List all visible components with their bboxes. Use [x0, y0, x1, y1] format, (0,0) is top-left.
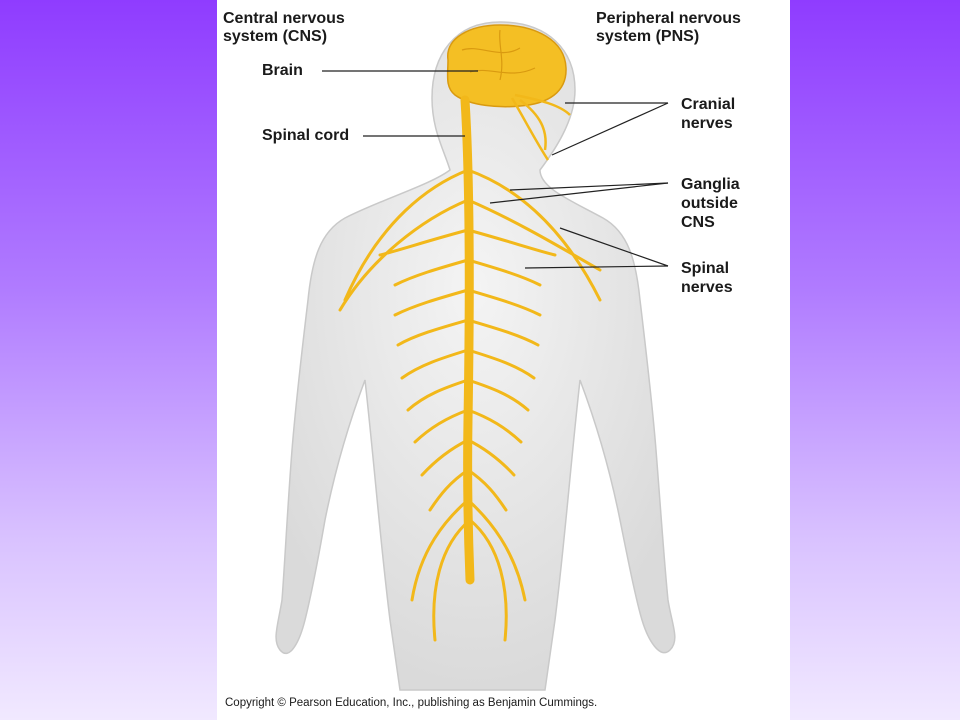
pns-heading-line1: Peripheral nervous [596, 10, 741, 27]
label-cranial-line1: Cranial [681, 96, 736, 113]
pns-heading-line2: system (PNS) [596, 28, 700, 45]
cns-heading: Central nervous system (CNS) [223, 10, 345, 46]
body-silhouette [275, 21, 676, 691]
nervous-system-illustration [275, 21, 676, 691]
label-spinal-nerves-line1: Spinal [681, 260, 730, 277]
brain-shape [446, 24, 567, 108]
label-cranial-nerves: Cranial nerves [681, 95, 735, 133]
label-ganglia: Ganglia outside CNS [681, 175, 740, 232]
cns-heading-line1: Central nervous [223, 10, 345, 27]
pns-heading: Peripheral nervous system (PNS) [596, 10, 741, 46]
label-spinal-nerves: Spinal nerves [681, 259, 733, 297]
label-spinal-cord: Spinal cord [262, 127, 350, 144]
label-spinal-nerves-line2: nerves [681, 279, 733, 296]
background-right [790, 0, 960, 720]
cns-heading-line2: system (CNS) [223, 28, 328, 45]
label-ganglia-line1: Ganglia [681, 176, 740, 193]
copyright-notice: Copyright © Pearson Education, Inc., pub… [225, 697, 598, 709]
background-left [0, 0, 217, 720]
spinal-nerve-branches [338, 168, 602, 642]
label-cranial-line2: nerves [681, 115, 733, 132]
label-ganglia-line3: CNS [681, 214, 715, 231]
label-brain: Brain [262, 62, 303, 79]
spinal-cord-shape [460, 95, 475, 585]
label-ganglia-line2: outside [681, 195, 738, 212]
